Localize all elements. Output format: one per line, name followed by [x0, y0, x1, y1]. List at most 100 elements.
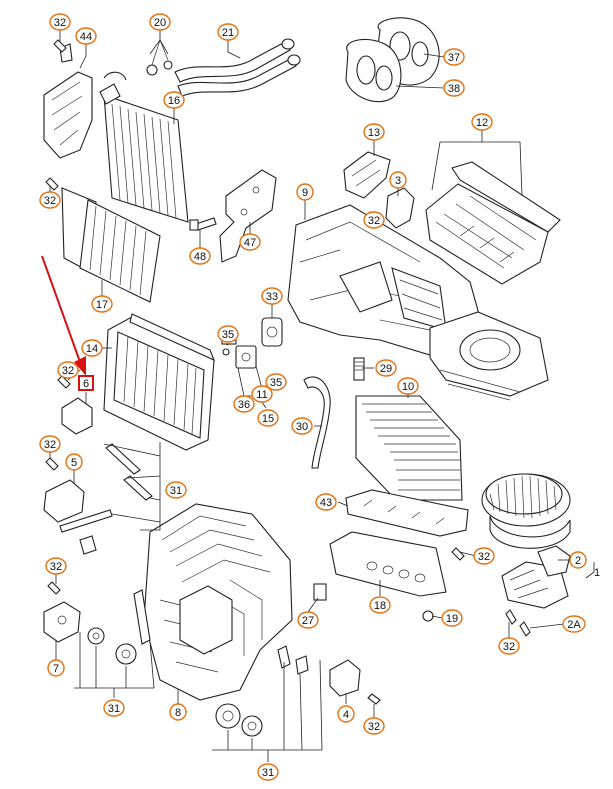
svg-text:38: 38	[448, 83, 460, 95]
callout-31[interactable]: 31	[165, 481, 187, 499]
part-16-heater-core	[99, 71, 189, 223]
svg-text:32: 32	[44, 195, 56, 207]
part-44-bracket	[43, 43, 93, 159]
part-10-filter	[355, 395, 463, 501]
svg-text:8: 8	[175, 707, 181, 719]
svg-text:44: 44	[80, 31, 92, 43]
callout-27[interactable]: 27	[297, 611, 319, 629]
callout-15[interactable]: 15	[257, 409, 279, 427]
callout-43[interactable]: 43	[315, 493, 337, 511]
callout-2[interactable]: 2	[569, 551, 587, 569]
svg-text:31: 31	[262, 767, 274, 779]
callout-5[interactable]: 5	[65, 453, 83, 471]
callout-32[interactable]: 32	[498, 637, 520, 655]
callout-35[interactable]: 35	[265, 373, 287, 391]
part-blower-motor	[481, 473, 571, 549]
part-37-38-seals	[345, 17, 440, 103]
part-12-upper-housing	[425, 161, 561, 285]
bolts	[45, 39, 531, 705]
callout-18[interactable]: 18	[369, 596, 391, 614]
part-43-tray	[345, 489, 469, 537]
svg-text:30: 30	[296, 421, 308, 433]
callout-17[interactable]: 17	[91, 295, 113, 313]
part-30-hose	[303, 376, 331, 469]
svg-text:32: 32	[478, 551, 490, 563]
svg-text:33: 33	[266, 291, 278, 303]
callout-3[interactable]: 3	[389, 171, 407, 189]
svg-text:12: 12	[476, 117, 488, 129]
callout-36[interactable]: 36	[233, 395, 255, 413]
part-48-bolt	[189, 217, 217, 231]
leader-lines	[49, 30, 595, 762]
callout-35[interactable]: 35	[217, 325, 239, 343]
svg-text:20: 20	[154, 17, 166, 29]
callout-9[interactable]: 9	[296, 183, 314, 201]
svg-text:2: 2	[575, 555, 581, 567]
callout-38[interactable]: 38	[443, 79, 465, 97]
callout-32[interactable]: 32	[363, 717, 385, 735]
callout-14[interactable]: 14	[81, 339, 103, 357]
svg-text:37: 37	[448, 52, 460, 64]
callout-8[interactable]: 8	[169, 703, 187, 721]
callout-31[interactable]: 31	[257, 763, 279, 781]
callout-layer: 32 44 20 21 37 38 16 12 13 32 3 32 9 47 …	[39, 13, 600, 781]
part-27-connector	[313, 583, 327, 601]
svg-text:35: 35	[222, 329, 234, 341]
callout-7[interactable]: 7	[47, 659, 65, 677]
svg-text:32: 32	[62, 365, 74, 377]
callout-11[interactable]: 11	[251, 385, 273, 403]
part-3-actuator	[385, 187, 415, 229]
callout-47[interactable]: 47	[239, 233, 261, 251]
callout-44[interactable]: 44	[75, 27, 97, 45]
callout-32[interactable]: 32	[39, 191, 61, 209]
svg-text:43: 43	[320, 497, 332, 509]
part-8-lower-housing	[143, 503, 293, 701]
svg-text:32: 32	[368, 215, 380, 227]
callout-37[interactable]: 37	[443, 48, 465, 66]
part-2-resistor	[501, 545, 571, 609]
svg-text:47: 47	[244, 237, 256, 249]
callout-32[interactable]: 32	[57, 361, 79, 379]
svg-text:31: 31	[108, 703, 120, 715]
part-47-bracket	[219, 169, 277, 263]
callout-20[interactable]: 20	[149, 13, 171, 31]
svg-text:32: 32	[44, 439, 56, 451]
part-33-valve	[261, 317, 283, 347]
part-20-clips	[146, 39, 173, 76]
callout-10[interactable]: 10	[397, 377, 419, 395]
callout-30[interactable]: 30	[291, 417, 313, 435]
callout-4[interactable]: 4	[337, 705, 355, 723]
svg-text:19: 19	[446, 613, 458, 625]
callout-6-highlighted[interactable]: 6	[78, 375, 94, 391]
callout-13[interactable]: 13	[363, 123, 385, 141]
callout-32[interactable]: 32	[39, 435, 61, 453]
svg-text:6: 6	[83, 378, 89, 390]
callout-48[interactable]: 48	[189, 247, 211, 265]
svg-text:5: 5	[71, 457, 77, 469]
svg-text:31: 31	[170, 485, 182, 497]
callout-21[interactable]: 21	[217, 23, 239, 41]
callout-12[interactable]: 12	[471, 113, 493, 131]
callout-29[interactable]: 29	[375, 359, 397, 377]
callout-32[interactable]: 32	[363, 211, 385, 229]
callout-33[interactable]: 33	[261, 287, 283, 305]
svg-text:17: 17	[96, 299, 108, 311]
callout-32[interactable]: 32	[473, 547, 495, 565]
part-4-actuator	[329, 659, 361, 697]
part-7-actuator	[43, 601, 81, 643]
svg-text:3: 3	[395, 175, 401, 187]
part-19-screw	[422, 610, 434, 622]
highlight-arrow	[41, 255, 86, 376]
callout-1[interactable]: 1	[594, 567, 600, 579]
callout-31[interactable]: 31	[103, 699, 125, 717]
callout-16[interactable]: 16	[163, 91, 185, 109]
callout-32[interactable]: 32	[49, 13, 71, 31]
callout-19[interactable]: 19	[441, 609, 463, 627]
svg-text:15: 15	[262, 413, 274, 425]
callout-2a[interactable]: 2A	[562, 615, 586, 633]
callout-32[interactable]: 32	[45, 557, 67, 575]
svg-text:27: 27	[302, 615, 314, 627]
svg-text:36: 36	[238, 399, 250, 411]
